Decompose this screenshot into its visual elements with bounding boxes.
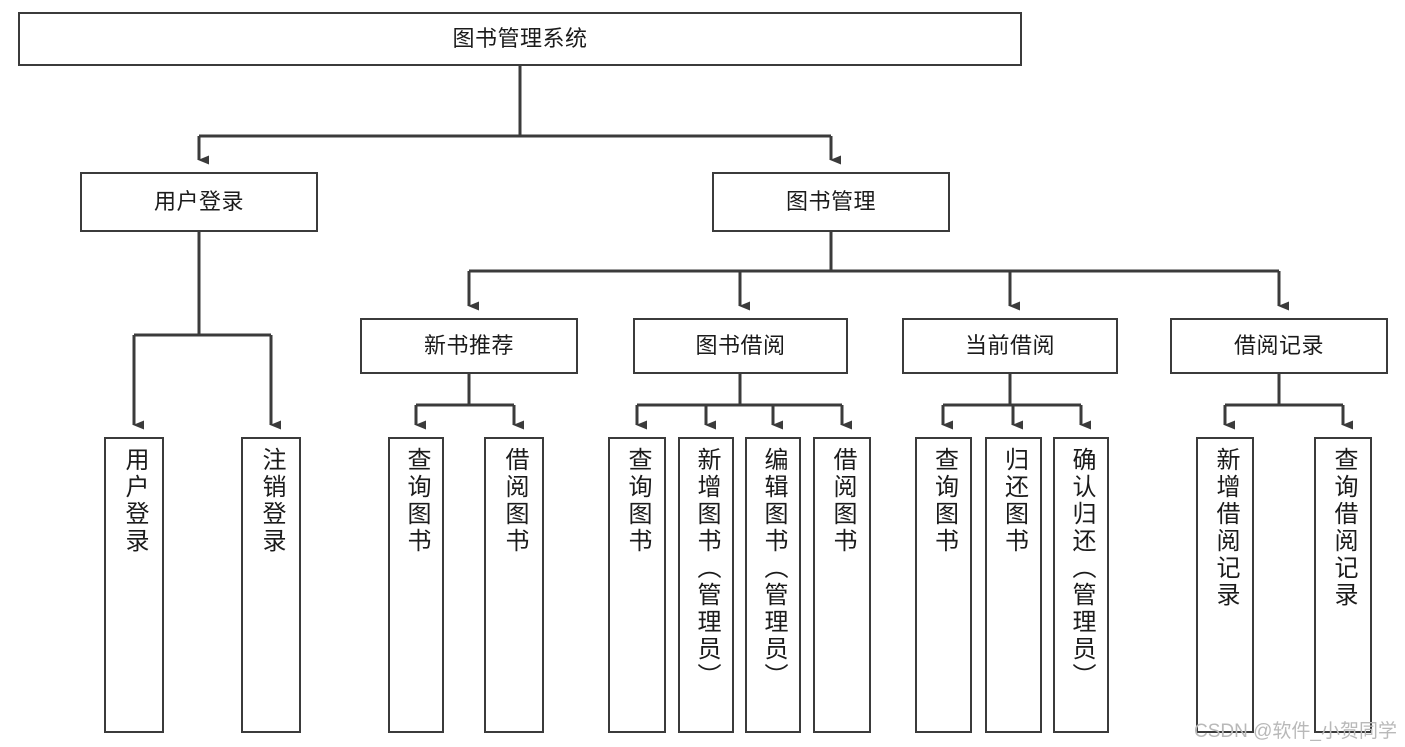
leaf-user-login-label: 用户登录: [121, 447, 148, 555]
node-user-login[interactable]: 用户登录: [80, 172, 318, 232]
leaf-query-books-current-label: 查询图书: [930, 447, 958, 555]
leaf-confirm-return-admin-label: 确认归还（管理员）: [1068, 447, 1095, 690]
leaf-query-books-rec-label: 查询图书: [403, 447, 430, 555]
leaf-query-borrow-record-label: 查询借阅记录: [1330, 447, 1357, 609]
node-book-borrow[interactable]: 图书借阅: [633, 318, 848, 374]
node-user-login-label: 用户登录: [153, 188, 244, 214]
node-new-book-recommend-label: 新书推荐: [423, 332, 514, 358]
leaf-return-books[interactable]: 归还图书: [985, 437, 1042, 733]
node-current-borrow-label: 当前借阅: [964, 332, 1055, 358]
leaf-edit-book-admin[interactable]: 编辑图书（管理员）: [745, 437, 801, 733]
node-root-label: 图书管理系统: [452, 25, 588, 51]
leaf-return-books-label: 归还图书: [1000, 447, 1028, 555]
leaf-confirm-return-admin[interactable]: 确认归还（管理员）: [1053, 437, 1109, 733]
watermark: CSDN @软件_小贺同学: [1194, 721, 1397, 742]
leaf-add-borrow-record-label: 新增借阅记录: [1212, 447, 1239, 609]
leaf-query-books-rec[interactable]: 查询图书: [388, 437, 444, 733]
leaf-query-borrow-record[interactable]: 查询借阅记录: [1314, 437, 1372, 733]
node-book-management-label: 图书管理: [785, 188, 876, 214]
leaf-borrow-books-rec[interactable]: 借阅图书: [484, 437, 544, 733]
leaf-query-books-borrow-label: 查询图书: [624, 447, 651, 555]
leaf-query-books-current[interactable]: 查询图书: [915, 437, 972, 733]
leaf-add-book-admin[interactable]: 新增图书（管理员）: [678, 437, 734, 733]
node-book-management[interactable]: 图书管理: [712, 172, 950, 232]
node-root[interactable]: 图书管理系统: [18, 12, 1022, 66]
leaf-logout-label: 注销登录: [258, 447, 285, 555]
node-borrow-record-label: 借阅记录: [1233, 332, 1324, 358]
node-borrow-record[interactable]: 借阅记录: [1170, 318, 1388, 374]
leaf-borrow-books-rec-label: 借阅图书: [501, 447, 528, 555]
node-current-borrow[interactable]: 当前借阅: [902, 318, 1118, 374]
leaf-user-login[interactable]: 用户登录: [104, 437, 164, 733]
leaf-borrow-books[interactable]: 借阅图书: [813, 437, 871, 733]
node-book-borrow-label: 图书借阅: [695, 332, 786, 358]
leaf-borrow-books-label: 借阅图书: [829, 447, 856, 555]
leaf-add-book-admin-label: 新增图书（管理员）: [693, 447, 720, 690]
leaf-add-borrow-record[interactable]: 新增借阅记录: [1196, 437, 1254, 733]
leaf-logout[interactable]: 注销登录: [241, 437, 301, 733]
leaf-query-books-borrow[interactable]: 查询图书: [608, 437, 666, 733]
node-new-book-recommend[interactable]: 新书推荐: [360, 318, 578, 374]
leaf-edit-book-admin-label: 编辑图书（管理员）: [760, 447, 787, 690]
